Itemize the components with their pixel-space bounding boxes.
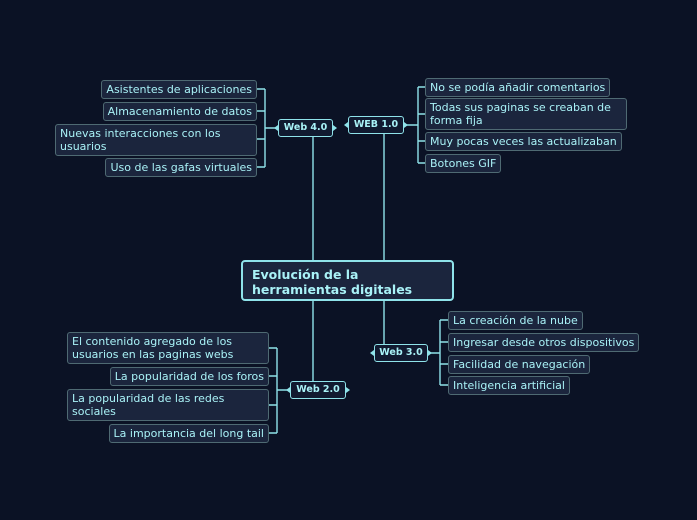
leaf-web40-1[interactable]: Asistentes de aplicaciones <box>101 80 257 99</box>
central-topic-label: Evolución de la herramientas digitales <box>252 267 413 297</box>
connector-web40-items <box>257 88 278 168</box>
leaf-label: Almacenamiento de datos <box>107 105 252 118</box>
leaf-web30-4[interactable]: Inteligencia artificial <box>448 376 570 395</box>
leaf-web20-3[interactable]: La popularidad de las redes sociales <box>67 389 269 421</box>
collapse-arrow-icon <box>404 122 408 128</box>
leaf-label: Asistentes de aplicaciones <box>106 83 252 96</box>
connector-web10-items <box>404 86 425 164</box>
leaf-web20-4[interactable]: La importancia del long tail <box>108 424 269 443</box>
hub-web-2-0[interactable]: Web 2.0 <box>290 381 346 399</box>
hub-web-3-0-label: Web 3.0 <box>379 347 423 358</box>
collapse-arrow-icon <box>286 387 290 393</box>
connector-web20-items <box>269 347 290 434</box>
collapse-arrow-icon <box>370 350 374 356</box>
leaf-label: Muy pocas veces las actualizaban <box>430 135 617 148</box>
collapse-arrow-icon <box>346 387 350 393</box>
leaf-web10-3[interactable]: Muy pocas veces las actualizaban <box>425 132 622 151</box>
leaf-web40-3[interactable]: Nuevas interacciones con los usuarios <box>55 124 257 156</box>
leaf-web10-4[interactable]: Botones GIF <box>425 154 502 173</box>
leaf-label: Uso de las gafas virtuales <box>110 161 252 174</box>
leaf-label: Ingresar desde otros dispositivos <box>453 336 635 349</box>
leaf-web30-2[interactable]: Ingresar desde otros dispositivos <box>448 333 640 352</box>
leaf-label: La creación de la nube <box>453 314 578 327</box>
hub-web-3-0[interactable]: Web 3.0 <box>374 344 428 362</box>
hub-web-4-0-label: Web 4.0 <box>283 122 328 133</box>
leaf-web20-2[interactable]: La popularidad de los foros <box>109 367 269 386</box>
leaf-label: Todas sus paginas se creaban de forma fi… <box>430 101 611 127</box>
leaf-label: La popularidad de las redes sociales <box>72 392 225 418</box>
hub-web-1-0[interactable]: WEB 1.0 <box>348 116 404 134</box>
connector-web30-items <box>428 319 448 386</box>
leaf-web30-3[interactable]: Facilidad de navegación <box>448 355 591 374</box>
leaf-web10-1[interactable]: No se podía añadir comentarios <box>425 78 611 97</box>
leaf-label: Inteligencia artificial <box>453 379 565 392</box>
leaf-web40-2[interactable]: Almacenamiento de datos <box>102 102 257 121</box>
collapse-arrow-icon <box>344 122 348 128</box>
leaf-label: Botones GIF <box>430 157 497 170</box>
leaf-label: Facilidad de navegación <box>453 358 586 371</box>
leaf-web40-4[interactable]: Uso de las gafas virtuales <box>105 158 257 177</box>
hub-web-2-0-label: Web 2.0 <box>296 384 340 395</box>
leaf-label: No se podía añadir comentarios <box>430 81 606 94</box>
hub-web-1-0-label: WEB 1.0 <box>353 119 399 130</box>
leaf-web30-1[interactable]: La creación de la nube <box>448 311 583 330</box>
leaf-web10-2[interactable]: Todas sus paginas se creaban de forma fi… <box>425 98 627 130</box>
leaf-label: La importancia del long tail <box>113 427 264 440</box>
leaf-web20-1[interactable]: El contenido agregado de los usuarios en… <box>67 332 269 364</box>
collapse-arrow-icon <box>274 125 278 131</box>
leaf-label: El contenido agregado de los usuarios en… <box>72 335 234 361</box>
leaf-label: La popularidad de los foros <box>114 370 264 383</box>
hub-web-4-0[interactable]: Web 4.0 <box>278 119 333 137</box>
collapse-arrow-icon <box>333 125 337 131</box>
collapse-arrow-icon <box>428 350 432 356</box>
central-topic[interactable]: Evolución de la herramientas digitales <box>241 260 454 301</box>
leaf-label: Nuevas interacciones con los usuarios <box>60 127 221 153</box>
